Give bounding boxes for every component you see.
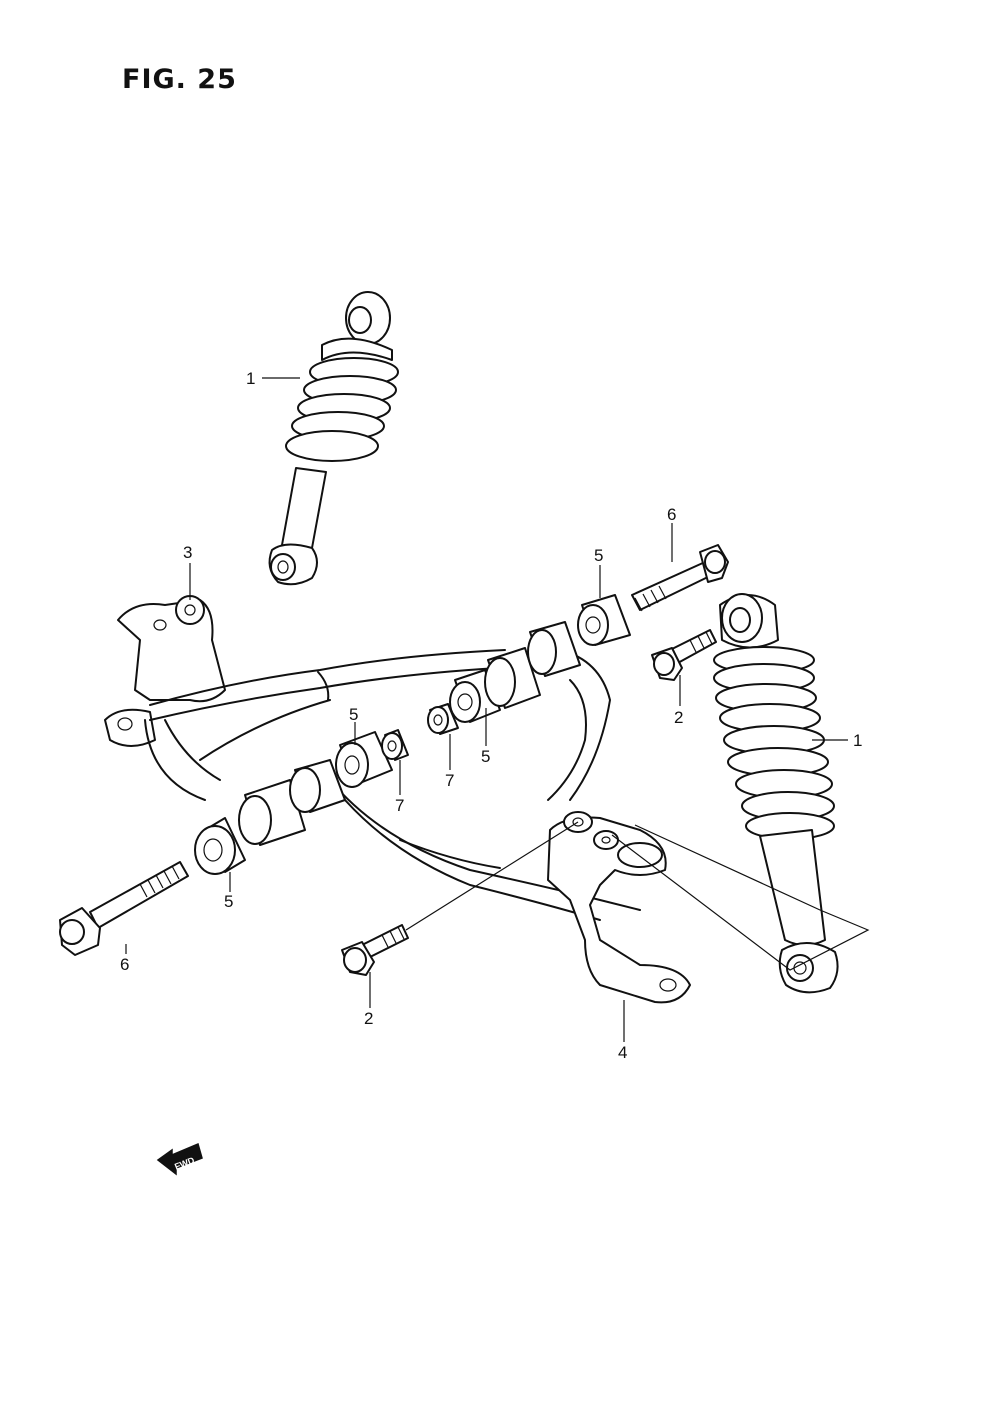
bushing-mid-left	[335, 731, 393, 788]
figure-title: FIG. 25	[122, 64, 237, 95]
callout-leaders	[125, 377, 848, 1042]
callout-1-right-shock: 1	[853, 731, 862, 750]
bushing-right-inner	[527, 621, 581, 677]
long-bolt-right	[631, 544, 729, 612]
callout-5-mid-right: 5	[481, 747, 490, 766]
callout-4-bracket: 4	[618, 1043, 627, 1062]
callout-6-left-bolt: 6	[120, 955, 129, 974]
callout-2-lower-bolt: 2	[364, 1009, 373, 1028]
callout-1-upper-shock: 1	[246, 369, 255, 388]
lower-bracket	[547, 811, 691, 1004]
bushing-upper-right	[577, 594, 631, 646]
long-bolt-left	[59, 861, 189, 956]
guide-line-bolt-2-lower	[405, 821, 579, 931]
collar-left	[381, 729, 409, 761]
shock-absorber-upper	[268, 291, 399, 586]
guide-line-shock-1	[611, 824, 870, 971]
short-bolt-lower	[341, 924, 409, 976]
bushing-right-sleeve	[484, 647, 541, 709]
callout-5-lower-left: 5	[224, 892, 233, 911]
callout-3-arm: 3	[183, 543, 192, 562]
forward-arrow-icon: FWD	[156, 1142, 203, 1176]
callout-6-right-bolt: 6	[667, 505, 676, 524]
bushing-left-inner	[289, 759, 346, 813]
callout-7-left-collar: 7	[395, 796, 404, 815]
bushing-lower-left	[194, 817, 246, 875]
callout-7-right-collar: 7	[445, 771, 454, 790]
callout-5-mid-left: 5	[349, 705, 358, 724]
callout-5-upper-right: 5	[594, 546, 603, 565]
short-bolt-right	[651, 629, 717, 681]
callout-2-right-bolt: 2	[674, 708, 683, 727]
shock-absorber-right	[713, 593, 839, 994]
collar-right	[427, 703, 459, 735]
suspension-arm	[104, 595, 641, 921]
